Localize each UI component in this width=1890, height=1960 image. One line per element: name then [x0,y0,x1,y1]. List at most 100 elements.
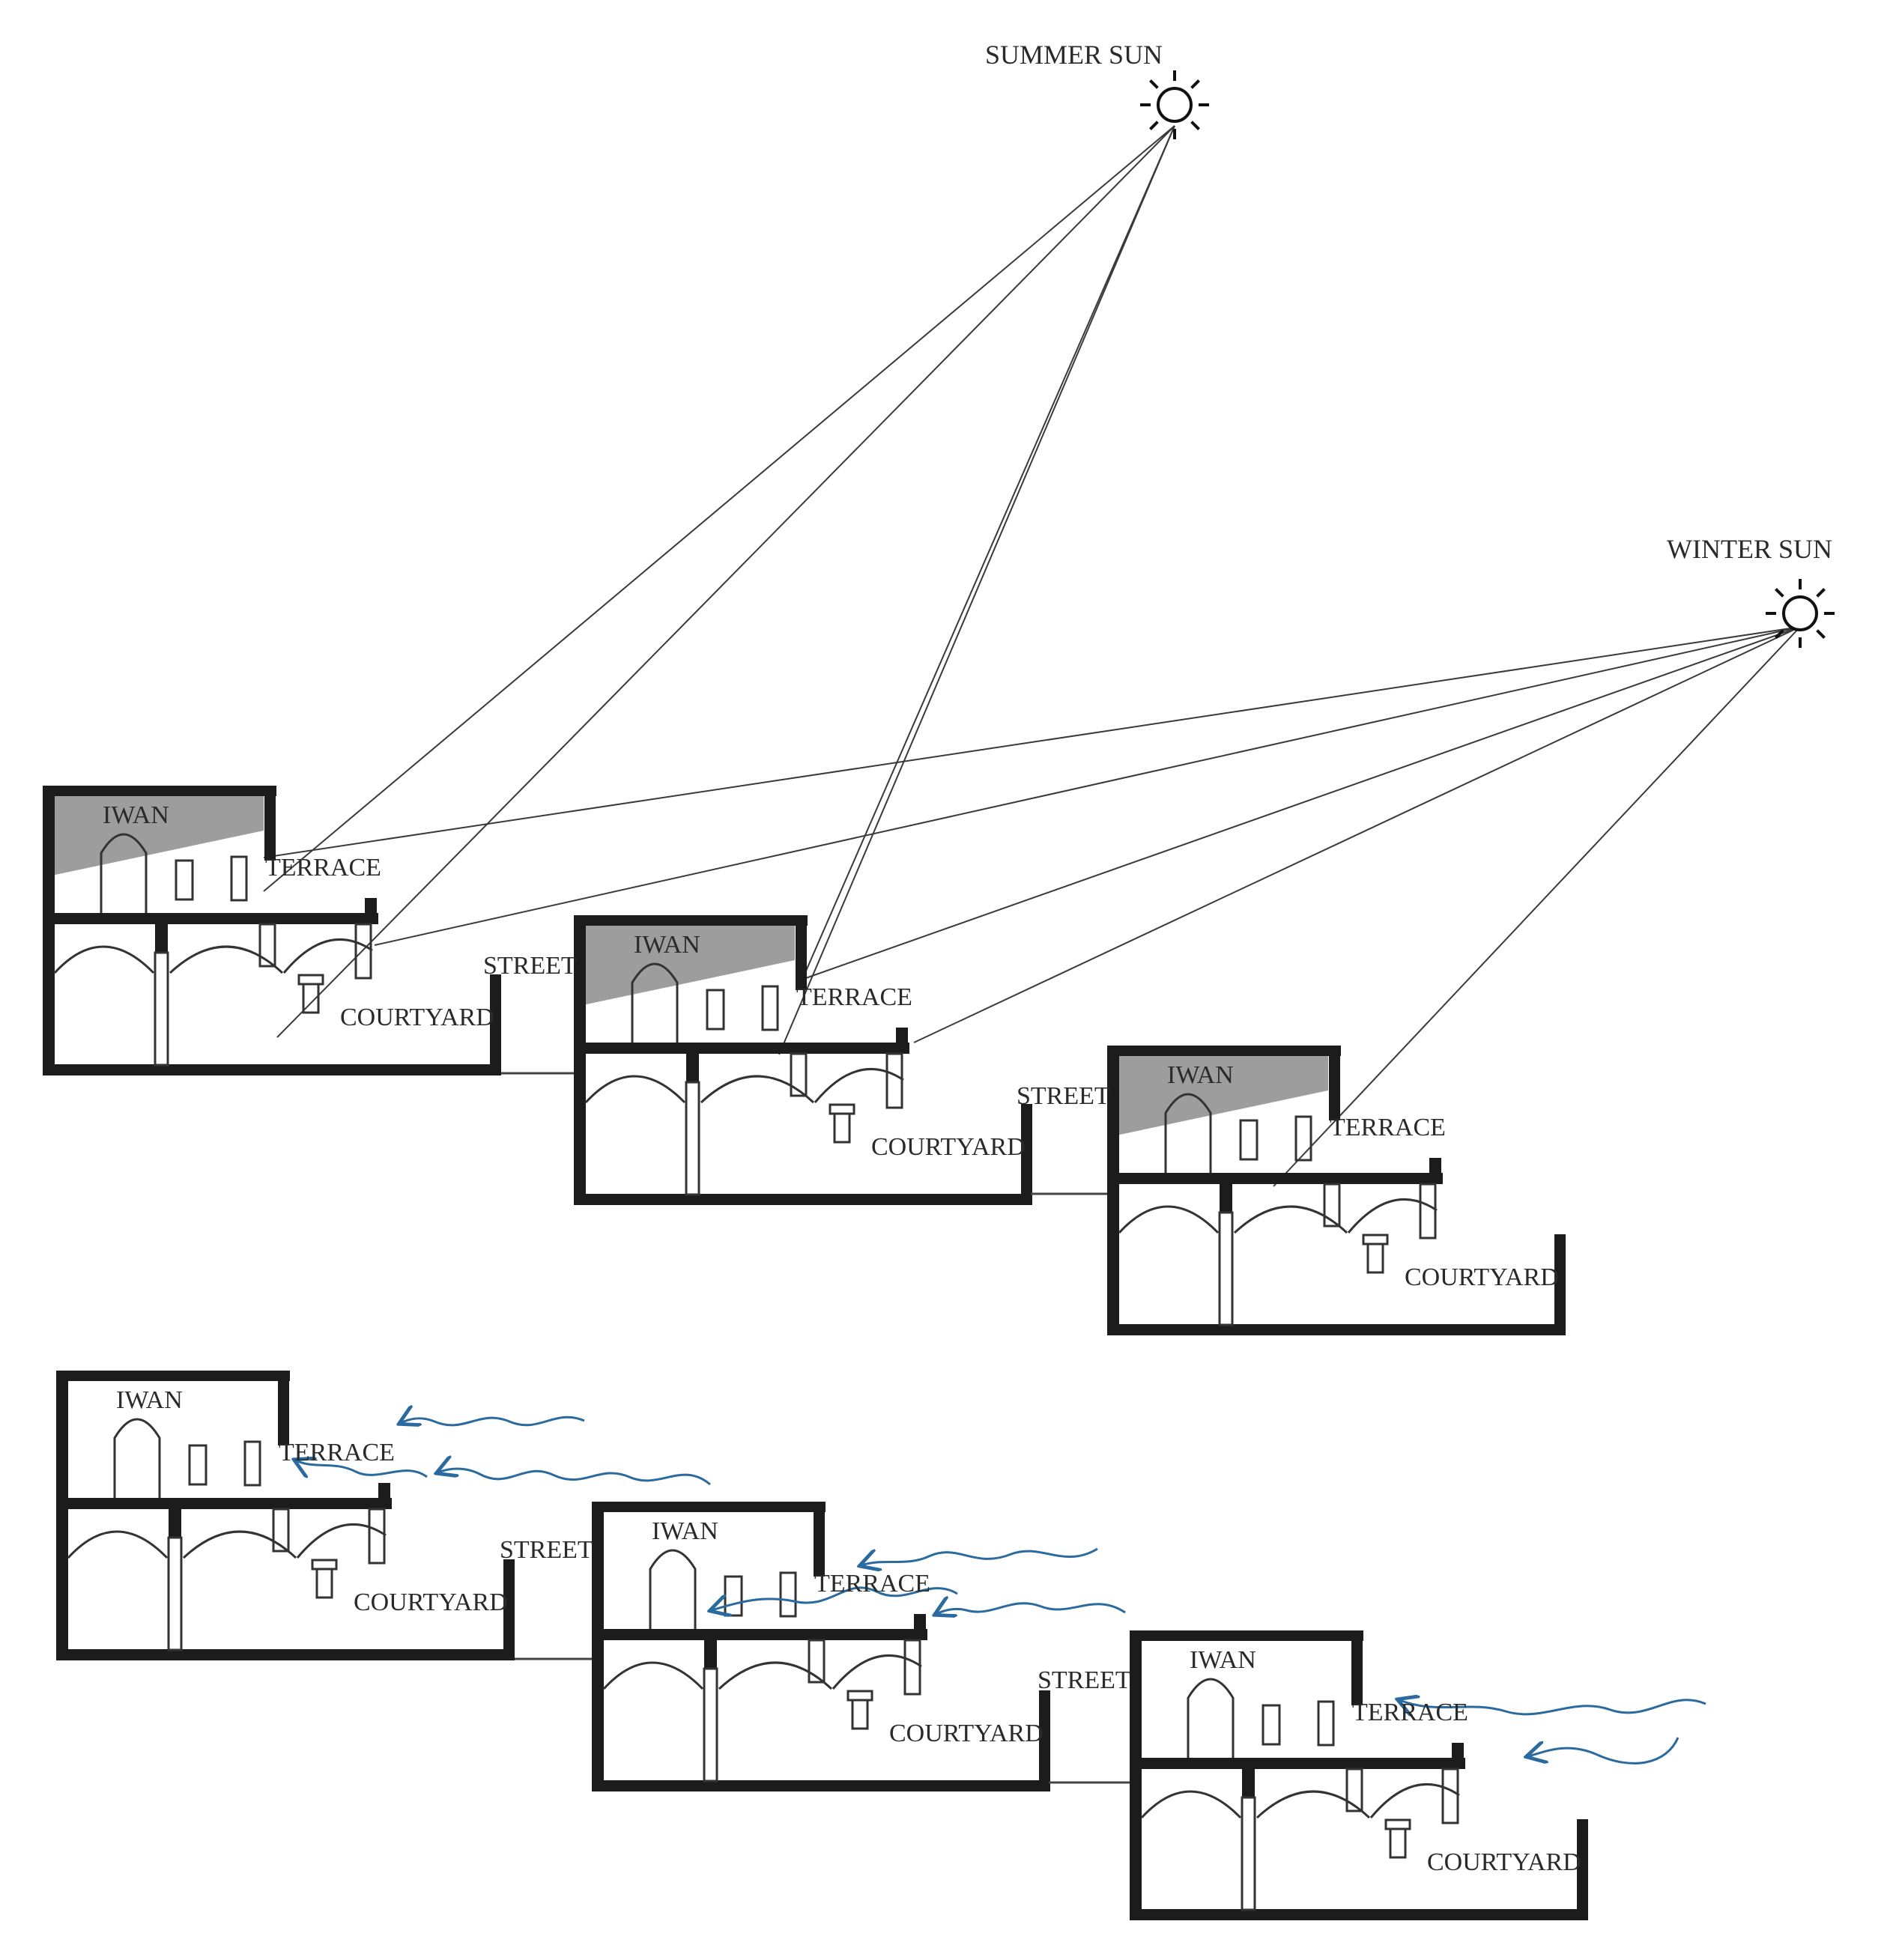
column [703,1667,718,1782]
window [1294,1115,1312,1162]
column-cap [169,1509,181,1538]
terrace-floor [592,1629,927,1640]
pier [368,1508,386,1565]
window [1239,1119,1259,1161]
summer-sun-icon [1140,70,1209,139]
courtyard-wall [503,1559,515,1660]
vault [700,1075,815,1104]
column [167,1536,183,1651]
sun-rays [263,125,1801,1187]
wind-arrow [712,1586,958,1610]
terrace-floor [56,1498,392,1509]
iwan-label: IWAN [634,931,700,959]
winter-ray [263,626,1801,858]
courtyard-label: COURTYARD [1427,1848,1581,1876]
streets [501,1072,1130,1784]
pier [903,1639,921,1696]
vault [182,1530,297,1559]
summer-ray [276,125,1175,1038]
column-cap [1220,1184,1232,1213]
terrace-label: TERRACE [279,1439,395,1466]
iwan-label: IWAN [103,801,169,829]
pier [885,1052,903,1109]
basin [1366,1243,1384,1274]
iwan-arch [113,1418,161,1498]
ground-floor [574,1194,1031,1205]
wind-arrow [401,1417,585,1425]
pier [808,1639,826,1684]
house-section [1130,1630,1588,1920]
sun-ray-stroke [1816,629,1826,639]
basin [315,1568,333,1599]
iwan-roof [1107,1046,1341,1056]
houses [43,786,1588,1920]
wind-arrow [1528,1737,1680,1763]
ground-floor [56,1649,513,1660]
house-section [574,915,1032,1205]
ground-floor [1130,1909,1587,1920]
ground-floor [592,1780,1049,1791]
iwan-roof [592,1502,826,1512]
column-cap [1242,1769,1255,1797]
vault [296,1523,387,1559]
outer-wall [1130,1630,1142,1920]
sun-disc [1782,595,1818,631]
courtyard-label: COURTYARD [871,1133,1026,1161]
summer-ray [801,125,1175,982]
vault [602,1661,704,1690]
outer-wall [56,1371,68,1660]
vault [718,1661,833,1690]
column [1241,1796,1256,1911]
window [1317,1700,1335,1747]
pier [790,1052,808,1097]
iwan-front-wall [278,1371,289,1445]
wind-arrow [861,1547,1098,1565]
basin-cap [1384,1818,1411,1830]
sun-ray-stroke [1816,588,1826,598]
terrace-floor [1130,1758,1465,1769]
sun-ray-stroke [1149,79,1159,89]
wind-arrows [296,1417,1706,1763]
vault [169,945,284,974]
terrace-floor [574,1043,909,1054]
wind-arrow [438,1469,711,1486]
winter-sun-icon [1766,579,1835,648]
iwan-arch [649,1549,697,1629]
window [761,985,779,1031]
iwan-arch [100,833,148,913]
pier [1323,1183,1341,1228]
courtyard-label: COURTYARD [354,1589,508,1616]
terrace-label: TERRACE [1352,1699,1468,1726]
terrace-parapet [1429,1158,1441,1173]
iwan-shade [1116,1055,1328,1135]
outer-wall [43,786,55,1075]
courtyard-wall [1039,1690,1050,1791]
sun-ray-stroke [1775,588,1784,598]
house-section [592,1502,1050,1791]
iwan-arch [1164,1093,1212,1173]
basin-cap [846,1690,873,1702]
winter-ray [913,626,1801,1043]
vault [584,1075,686,1104]
courtyard-label: COURTYARD [1405,1263,1559,1291]
terrace-label: TERRACE [265,854,381,882]
outer-wall [574,915,586,1204]
basin-cap [829,1103,855,1115]
ground-floor [43,1064,500,1075]
basin-cap [311,1559,338,1571]
courtyard-label: COURTYARD [340,1004,494,1031]
window [243,1440,261,1487]
outer-wall [1107,1046,1119,1335]
window [188,1444,208,1486]
courtyard-label: COURTYARD [889,1720,1044,1747]
basin-cap [1362,1234,1389,1246]
vault [1369,1783,1460,1818]
vault [1347,1198,1438,1234]
terrace-floor [43,913,378,924]
suns [1140,70,1835,648]
pier [1345,1768,1363,1812]
vault [67,1530,169,1559]
iwan-shade [583,924,795,1005]
terrace-parapet [896,1028,908,1043]
window [1261,1704,1281,1746]
